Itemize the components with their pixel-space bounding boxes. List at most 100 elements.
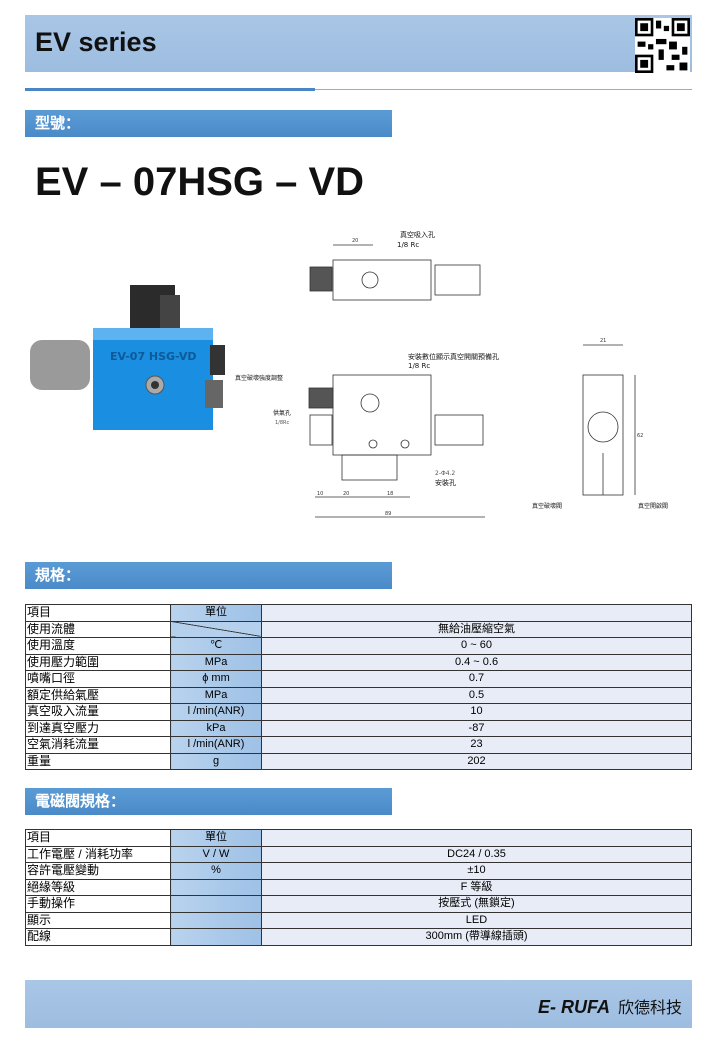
brand-name-cn: 欣德科技 [617, 1000, 682, 1017]
item-cell: 容許電壓變動 [25, 862, 171, 880]
section-model: 型號： [25, 110, 392, 137]
table-row: 顯示 LED [25, 911, 692, 929]
svg-text:供氣孔: 供氣孔 [273, 409, 291, 417]
model-number: EV – 07HSG – VD [35, 160, 365, 204]
value-cell: F 等級 [261, 878, 692, 896]
svg-text:89: 89 [385, 511, 391, 517]
unit-cell: 單位 [170, 604, 262, 622]
value-cell: 0.5 [261, 686, 692, 704]
value-cell [261, 604, 692, 622]
value-cell: DC24 / 0.35 [261, 845, 692, 863]
svg-text:2-Φ4.2: 2-Φ4.2 [435, 470, 455, 477]
item-cell: 使用壓力範圍 [25, 653, 171, 671]
item-cell: 項目 [25, 829, 171, 847]
item-cell: 配線 [25, 928, 171, 946]
item-cell: 手動操作 [25, 895, 171, 913]
company-logo: E- RUFA 欣德科技 [538, 994, 682, 1018]
product-photo: EV-07 HSG-VD [30, 285, 225, 430]
unit-cell: MPa [170, 686, 262, 704]
table-row: 絕緣等級 F 等級 [25, 878, 692, 896]
item-cell: 到達真空壓力 [25, 719, 171, 737]
table-row: 容許電壓變動%±10 [25, 862, 692, 880]
table-header-row: 項目單位 [25, 829, 692, 847]
value-cell: 300mm (帶導線插頭) [261, 928, 692, 946]
item-cell: 空氣消耗流量 [25, 736, 171, 754]
value-cell: 無給油壓縮空氣 [261, 620, 692, 638]
item-cell: 使用溫度 [25, 637, 171, 655]
unit-cell: MPa [170, 653, 262, 671]
unit-cell [170, 911, 262, 929]
unit-cell: ϕ mm [170, 670, 262, 688]
value-cell: LED [261, 911, 692, 929]
value-cell: 0.7 [261, 670, 692, 688]
item-cell: 噴嘴口徑 [25, 670, 171, 688]
value-cell: 202 [261, 752, 692, 770]
unit-cell: % [170, 862, 262, 880]
value-cell: -87 [261, 719, 692, 737]
svg-text:安裝孔: 安裝孔 [435, 478, 456, 487]
qr-code-icon [635, 18, 690, 73]
footer-bar: E- RUFA 欣德科技 [25, 980, 692, 1028]
table-row: 配線 300mm (帶導線插頭) [25, 928, 692, 946]
section-solenoid: 電磁閥規格： [25, 788, 392, 815]
item-cell: 使用流體 [25, 620, 171, 638]
svg-text:62: 62 [637, 433, 643, 439]
svg-text:20: 20 [352, 238, 358, 244]
svg-text:真空破壞強度調整: 真空破壞強度調整 [235, 374, 283, 382]
value-cell: ±10 [261, 862, 692, 880]
unit-cell: ℃ [170, 637, 262, 655]
svg-text:真空開啟閥: 真空開啟閥 [638, 502, 668, 510]
svg-text:1/8Rc: 1/8Rc [275, 420, 290, 426]
table-row: 手動操作 按壓式 (無鎖定) [25, 895, 692, 913]
svg-text:20: 20 [343, 491, 349, 497]
item-cell: 額定供給氣壓 [25, 686, 171, 704]
unit-cell: l /min(ANR) [170, 703, 262, 721]
svg-text:10: 10 [317, 491, 323, 497]
table-header-row: 項目單位 [25, 604, 692, 622]
unit-cell: g [170, 752, 262, 770]
unit-cell: 單位 [170, 829, 262, 847]
divider-accent [25, 88, 315, 91]
series-title: EV series [35, 27, 157, 57]
unit-cell: kPa [170, 719, 262, 737]
item-cell: 絕緣等級 [25, 878, 171, 896]
item-cell: 真空吸入流量 [25, 703, 171, 721]
unit-cell: V / W [170, 845, 262, 863]
svg-text:1/8 Rc: 1/8 Rc [408, 362, 430, 370]
item-cell: 重量 [25, 752, 171, 770]
unit-cell [170, 895, 262, 913]
svg-text:真空吸入孔: 真空吸入孔 [400, 230, 435, 239]
dimension-drawing: 20 真空吸入孔 1/8 Rc 10 20 18 89 安裝數位顯示真空開關預備… [235, 230, 668, 518]
svg-text:安裝數位顯示真空開關預備孔: 安裝數位顯示真空開關預備孔 [408, 352, 499, 361]
svg-text:1/8 Rc: 1/8 Rc [397, 241, 419, 249]
unit-cell [170, 928, 262, 946]
value-cell: 10 [261, 703, 692, 721]
brand-name: E- RUFA [537, 997, 610, 1017]
divider [25, 89, 692, 90]
value-cell: 0.4 ~ 0.6 [261, 653, 692, 671]
product-label: EV-07 HSG-VD [110, 350, 197, 363]
item-cell: 工作電壓 / 消耗功率 [25, 845, 171, 863]
unit-cell: l /min(ANR) [170, 736, 262, 754]
value-cell: 按壓式 (無鎖定) [261, 895, 692, 913]
value-cell: 23 [261, 736, 692, 754]
item-cell: 項目 [25, 604, 171, 622]
table-row: 使用流體 無給油壓縮空氣 [25, 620, 692, 638]
value-cell [261, 829, 692, 847]
svg-text:18: 18 [387, 491, 393, 497]
item-cell: 顯示 [25, 911, 171, 929]
unit-cell [170, 878, 262, 896]
value-cell: 0 ~ 60 [261, 637, 692, 655]
